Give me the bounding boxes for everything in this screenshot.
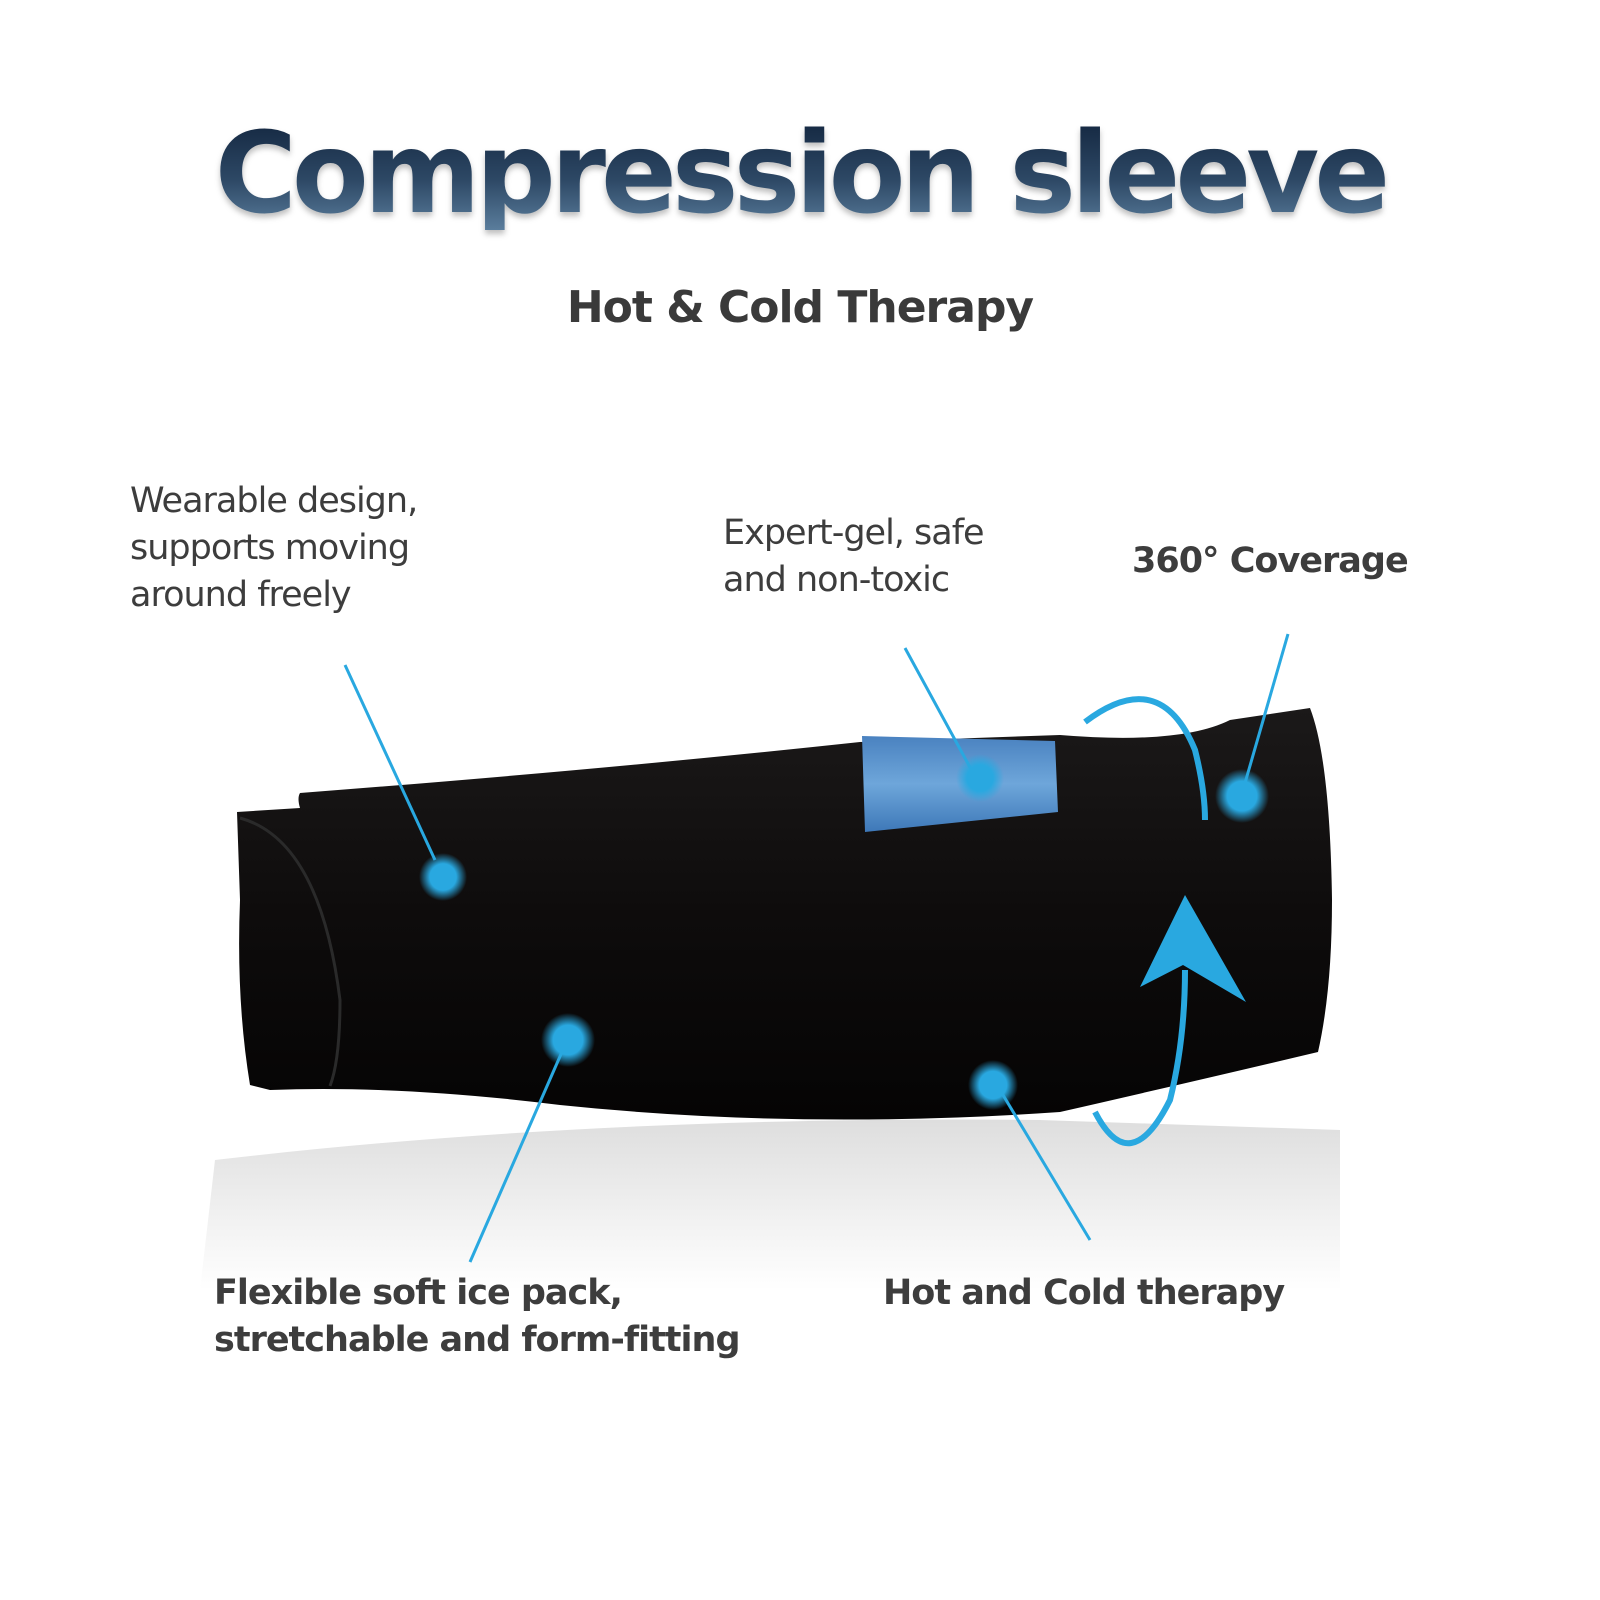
sleeve-body [237, 708, 1332, 1120]
sleeve-reflection [200, 1119, 1340, 1290]
callout-hot-cold-therapy: Hot and Cold therapy [883, 1273, 1285, 1313]
callout-flexible-ice-pack: Flexible soft ice pack, stretchable and … [214, 1273, 741, 1360]
arrow-head-icon [1140, 895, 1246, 1002]
callout-dot-hotcold [968, 1060, 1018, 1110]
callout-360-coverage: 360° Coverage [1132, 541, 1409, 581]
callout-dot-gel [956, 754, 1004, 802]
callout-dot-flexible [541, 1013, 595, 1067]
rotation-arrow-icon [1083, 696, 1208, 1146]
callout-expert-gel: Expert-gel, safe and non-toxic [723, 513, 985, 600]
callout-dot-coverage [1215, 769, 1269, 823]
page-subtitle: Hot & Cold Therapy [566, 282, 1034, 333]
page-title: Compression sleeve [0, 118, 1600, 230]
callout-dot-wearable [419, 853, 467, 901]
callout-wearable-design: Wearable design, supports moving around … [130, 481, 418, 615]
